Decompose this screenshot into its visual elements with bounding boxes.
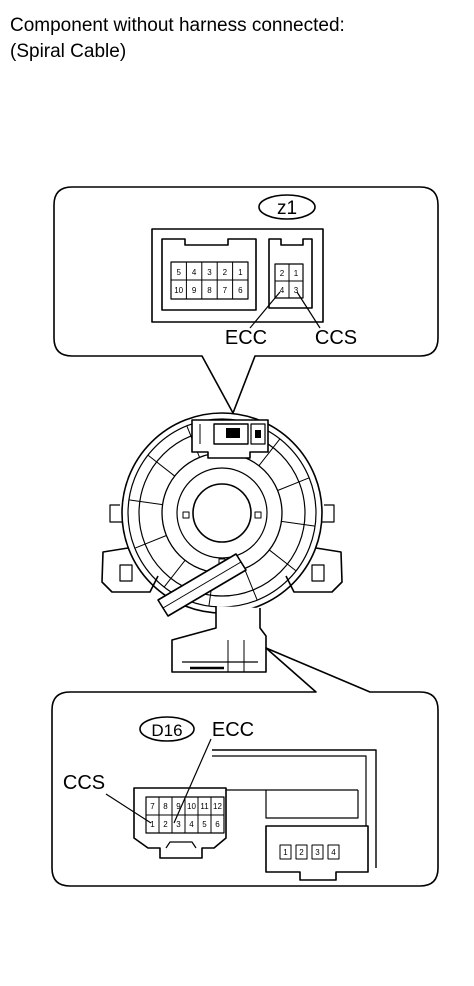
aux-pin-cell xyxy=(327,844,340,860)
bottom-ecc-label: ECC xyxy=(212,719,254,741)
z1-label: z1 xyxy=(277,198,297,219)
pin-number: 3 xyxy=(176,820,181,829)
pin-number: 4 xyxy=(189,820,194,829)
pin-number: 7 xyxy=(150,802,155,811)
pin-number: 4 xyxy=(331,848,336,857)
pin-number: 3 xyxy=(315,848,320,857)
aux-pin-cell xyxy=(311,844,324,860)
pin-number: 2 xyxy=(299,848,304,857)
pin-number: 3 xyxy=(294,286,299,295)
left-bracket xyxy=(101,547,159,593)
bottom-connector-block xyxy=(171,606,267,673)
top-connector-block xyxy=(191,419,269,459)
bottom-ccs-label: CCS xyxy=(63,772,105,794)
pin-number: 2 xyxy=(280,269,285,278)
pin-number: 1 xyxy=(283,848,288,857)
pin-number: 4 xyxy=(280,286,285,295)
pin-number: 2 xyxy=(223,268,228,277)
center-hub xyxy=(192,483,252,543)
pin-number: 3 xyxy=(207,268,212,277)
top-callout xyxy=(53,186,439,414)
pin-number: 1 xyxy=(150,820,155,829)
pin-number: 6 xyxy=(238,286,243,295)
connector-id-d16-oval xyxy=(139,716,195,742)
pin-number: 8 xyxy=(163,802,168,811)
pin-number: 10 xyxy=(174,286,183,295)
pin-number: 5 xyxy=(202,820,207,829)
pin-number: 1 xyxy=(238,268,243,277)
pin-number: 1 xyxy=(294,269,299,278)
d16-ccs-leader xyxy=(105,793,152,824)
pin-number: 12 xyxy=(213,802,222,811)
d16-label: D16 xyxy=(151,721,182,740)
connector-id-z1-oval xyxy=(258,194,316,220)
large-connector xyxy=(161,238,257,311)
top-ecc-label: ECC xyxy=(225,327,267,349)
aux-connector xyxy=(265,825,369,881)
pin-number: 6 xyxy=(215,820,220,829)
d16-ecc-leader xyxy=(173,738,212,824)
pin-number: 10 xyxy=(187,802,196,811)
caption-line-2: (Spiral Cable) xyxy=(10,41,127,62)
spiral-cable-body xyxy=(101,412,343,673)
top-ccs-label: CCS xyxy=(315,327,357,349)
connector-housing xyxy=(151,228,324,323)
pin-number: 9 xyxy=(176,802,181,811)
aux-pin-cell xyxy=(295,844,308,860)
right-bracket xyxy=(285,547,343,593)
pin-number: 9 xyxy=(192,286,197,295)
pin-number: 5 xyxy=(176,268,181,277)
pin-number: 2 xyxy=(163,820,168,829)
aux-pin-cell xyxy=(279,844,292,860)
caption-line-1: Component without harness connected: xyxy=(10,15,345,36)
small-connector xyxy=(268,238,313,309)
pin-number: 8 xyxy=(207,286,212,295)
bottom-callout xyxy=(51,647,439,887)
pin-number: 4 xyxy=(192,268,197,277)
pin-number: 7 xyxy=(223,286,228,295)
pin-number: 11 xyxy=(200,802,209,811)
ccs-leader-line xyxy=(296,291,321,329)
ecc-leader-line xyxy=(249,291,281,329)
d16-connector xyxy=(133,787,227,859)
